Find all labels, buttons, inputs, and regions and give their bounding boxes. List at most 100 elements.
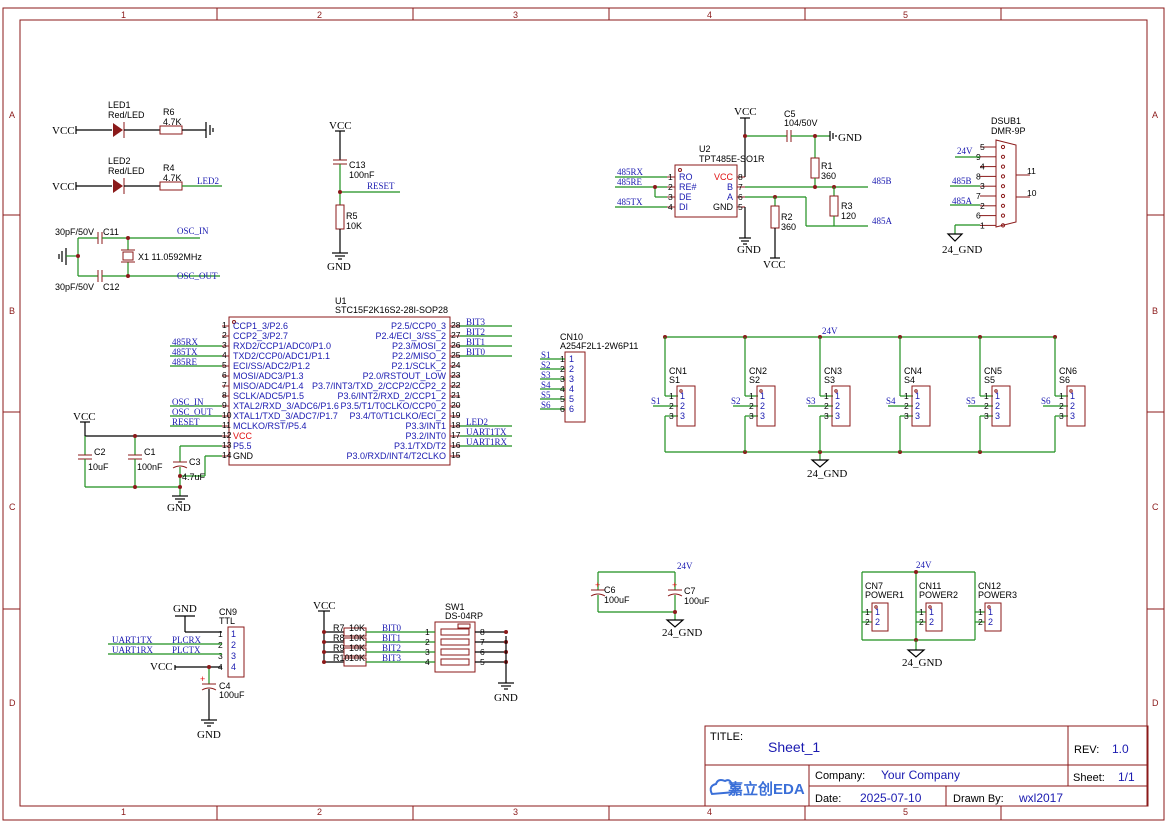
sensor-pin-num: 3 [904,411,909,421]
zone-col-4-bottom: 4 [707,807,712,817]
u2-pin-name: A [727,192,733,202]
sensor-net: S4 [886,396,896,406]
sensor-body [676,385,696,427]
net-24v-sensors: 24V [822,326,838,336]
dip-left-pin: 3 [425,647,430,657]
sensor-pin-label: 3 [835,411,840,421]
u1-net-label: LED2 [466,417,488,427]
u1-value: STC15F2K16S2-28I-SOP28 [335,305,448,315]
u1-net-label: BIT1 [466,337,485,347]
u1-pin-num: 13 [222,440,232,450]
u1-pin-name: P3.7/INT3/TXD_2/CCP2/CCP2_2 [312,381,446,391]
gnd-label-sensors: 24_GND [807,468,847,480]
u1-pin-name: P2.1/SCLK_2 [391,361,446,371]
sensor-value: S1 [669,375,680,385]
sensor-pin-num: 1 [1059,391,1064,401]
sensor-pin-label: 2 [760,401,765,411]
u1-net-label: UART1TX [466,427,507,437]
u1-pin-num: 19 [451,410,461,420]
u1-pin-num: 11 [222,420,231,430]
c6-value: 100uF [604,595,630,605]
u1-pin-num: 5 [222,360,227,370]
company-value: Your Company [881,768,960,782]
r1-ref: R1 [821,161,833,171]
power-pin-num: 2 [919,617,924,627]
sensor-ref: CN4 [904,366,922,376]
sheet-label: Sheet: [1073,772,1105,784]
dsub-pin-dot [1000,144,1006,150]
dip-net-label: BIT3 [382,653,401,663]
net-485b-u2: 485B [872,176,892,186]
dsub-ref: DSUB1 [991,116,1021,126]
power-body [925,602,943,632]
u1-pin-num: 10 [222,410,232,420]
c5-value: 104/50V [784,118,818,128]
u1-pin-name: RXD2/CCP1/ADC0/P1.0 [233,341,331,351]
c6-ref: C6 [604,585,616,595]
pin1-dot [928,605,932,609]
sensor-pin-num: 1 [824,391,829,401]
zone-col-1: 1 [121,10,126,20]
cn9-pin-num: 1 [218,629,223,639]
u1-net-label: UART1RX [466,437,507,447]
c7-polarity-icon: + [672,580,677,590]
zone-row-b-right: B [1152,306,1158,316]
sheet-title: Sheet_1 [768,739,820,755]
pin1-dot [994,389,998,393]
cn10-pin-label: 5 [569,394,574,404]
r3-ref: R3 [841,201,853,211]
power-pin-num: 1 [978,607,983,617]
c3-ref: C3 [189,457,201,467]
u1-pin-name: XTAL1/TXD_3/ADC7/P1.7 [233,411,338,421]
u2-pin-num: 8 [738,172,743,182]
u1-pin-name: P3.6/INT2/RXD_2/CCP1_2 [337,391,446,401]
u2-pin-num: 5 [738,202,743,212]
sensor-pin-label: 3 [1070,411,1075,421]
pin1-dot [834,389,838,393]
gnd-label-ttl-top: GND [173,603,197,615]
net-485re-u2: 485RE [617,177,643,187]
sensor-body [911,385,931,427]
sensor-net: S5 [966,396,976,406]
net-485tx-u2: 485TX [617,197,643,207]
dip-res-ref: R9 [333,643,345,653]
cn10-net-label: S6 [541,400,551,410]
power-ref: CN7 [865,581,883,591]
u1-net-label: BIT0 [466,347,485,357]
c4-ref: C4 [219,681,231,691]
drawn-value: wxl2017 [1018,791,1063,805]
power-pin-label: 2 [988,617,993,627]
dsub-pin-dot [1000,223,1006,228]
dip-switch-slot [440,628,470,636]
sensor-pin-num: 2 [904,401,909,411]
led2-value: Red/LED [108,166,145,176]
power-caps-section: 24V + + C6 100uF C7 100uF 24_GND [590,561,710,639]
u2-pin-name: VCC [714,172,734,182]
net-plcrx: PLCRX [172,635,202,645]
c2-ref: C2 [94,447,106,457]
sheet-frame: 1 2 3 4 5 1 2 3 4 5 A B C D A B C D [2,7,1165,821]
u1-pin-name: TXD2/CCP0/ADC1/P1.1 [233,351,330,361]
cn10-pin-num: 6 [560,404,565,414]
u1-body [228,316,451,466]
dsub-pin-dot [1000,193,1006,199]
power-body [871,602,889,632]
c4-polarity-icon: + [200,674,205,684]
power-ref: CN11 [919,581,941,591]
dip-net-label: BIT0 [382,623,401,633]
dip-switch-slot [440,658,470,666]
cn10-pin-num: 2 [560,364,565,374]
sensor-pin-label: 1 [995,391,1000,401]
gnd-label-mcu: GND [167,502,191,514]
u1-pin-name: P3.4/T0/T1CLKO/ECI_2 [349,411,446,421]
sensor-ref: CN1 [669,366,687,376]
drawn-label: Drawn By: [953,793,1004,805]
